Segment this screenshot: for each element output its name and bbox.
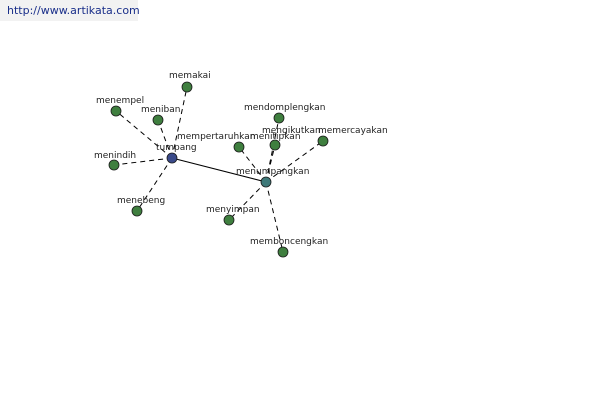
label-menebeng[interactable]: menebeng <box>117 196 165 206</box>
label-meniban[interactable]: meniban <box>141 105 180 115</box>
label-menitipkan[interactable]: menitipkan <box>250 132 301 142</box>
node-meniban[interactable] <box>152 114 164 126</box>
node-memboncengkan[interactable] <box>277 246 289 258</box>
label-mengikutkan[interactable]: mengikutkan <box>262 126 321 136</box>
edge-menumpangkan-mengikutkan <box>265 144 276 183</box>
node-mempertaruhkan[interactable] <box>233 141 245 153</box>
node-memakai[interactable] <box>181 81 193 93</box>
node-mendomplengkan[interactable] <box>273 112 285 124</box>
node-tumpang[interactable] <box>166 152 178 164</box>
edge-tumpang-menumpangkan <box>171 157 267 183</box>
edge-tumpang-menempel <box>115 110 173 159</box>
node-menyimpan[interactable] <box>223 214 235 226</box>
label-mempertaruhkan[interactable]: mempertaruhkan <box>177 132 255 142</box>
edge-tumpang-menindih <box>113 157 173 166</box>
label-memboncengkan[interactable]: memboncengkan <box>250 237 328 247</box>
label-memakai[interactable]: memakai <box>169 71 211 81</box>
edge-menumpangkan-memboncengkan <box>265 181 284 253</box>
label-memercayakan[interactable]: memercayakan <box>318 126 388 136</box>
label-menyimpan[interactable]: menyimpan <box>206 205 260 215</box>
edge-tumpang-memakai <box>171 86 188 159</box>
graph-edges <box>113 86 324 253</box>
edge-tumpang-menebeng <box>136 157 173 212</box>
edge-menumpangkan-memercayakan <box>265 140 324 183</box>
edge-tumpang-meniban <box>157 119 173 159</box>
label-menumpangkan[interactable]: menumpangkan <box>236 167 309 177</box>
graph-nodes <box>108 81 329 258</box>
url-link[interactable]: http://www.artikata.com <box>7 4 140 17</box>
node-mengikutkan[interactable] <box>269 139 281 151</box>
node-menindih[interactable] <box>108 159 120 171</box>
url-bar: http://www.artikata.com <box>0 0 140 21</box>
label-menempel[interactable]: menempel <box>96 96 144 106</box>
node-menumpangkan[interactable] <box>260 176 272 188</box>
graph-labels: tumpang menumpangkan memakai menempelmeniba… <box>94 71 388 247</box>
node-menempel[interactable] <box>110 105 122 117</box>
node-menebeng[interactable] <box>131 205 143 217</box>
edge-menumpangkan-mempertaruhkan <box>238 146 267 183</box>
label-tumpang[interactable]: tumpang <box>156 143 197 153</box>
label-mendomplengkan[interactable]: mendomplengkan <box>244 103 325 113</box>
label-menindih[interactable]: menindih <box>94 151 136 161</box>
node-memercayakan[interactable] <box>317 135 329 147</box>
